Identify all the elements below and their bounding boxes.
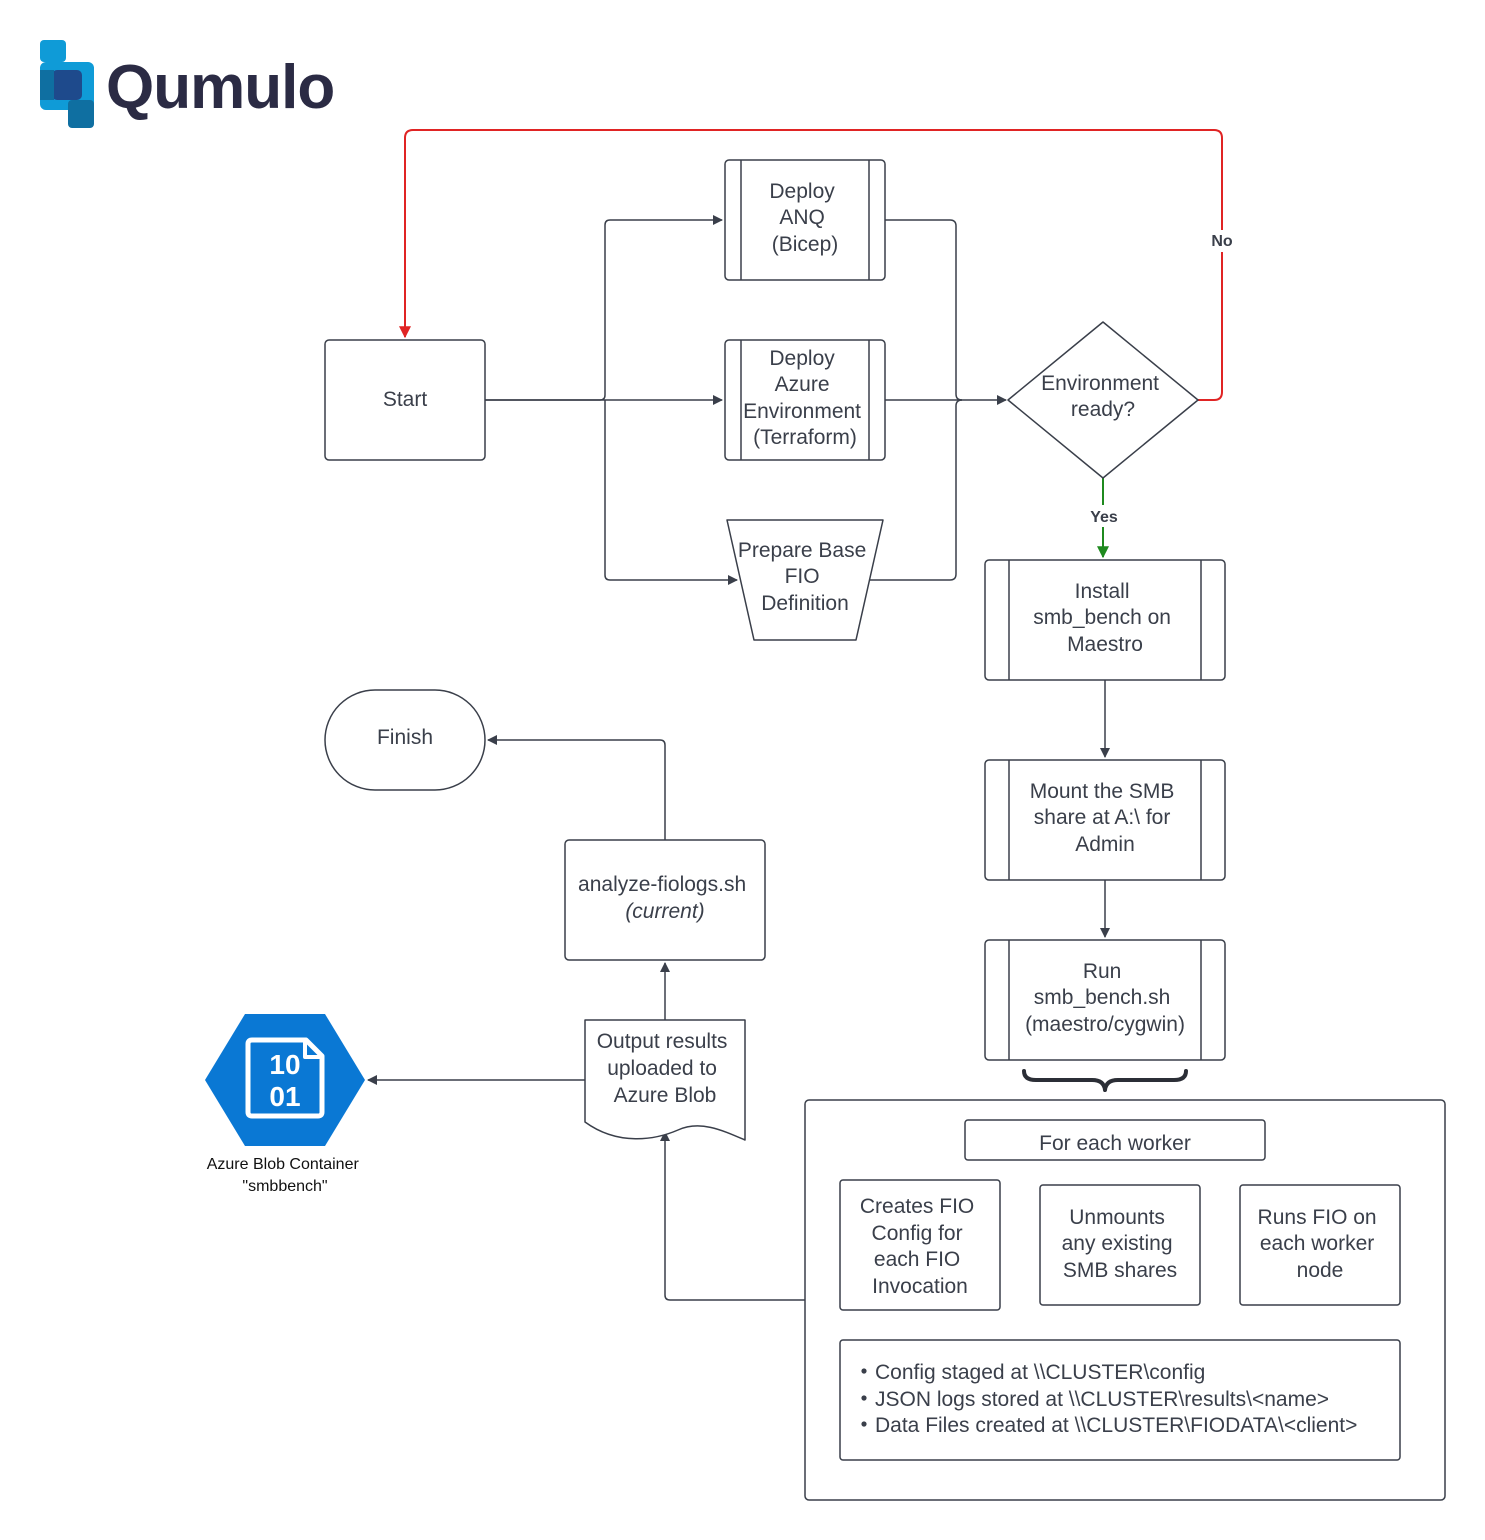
edge-start-to-deploy-anq — [485, 215, 723, 401]
node-finish: Finish — [324, 689, 486, 791]
svg-text:Config staged at \\CLUSTER\con: Config staged at \\CLUSTER\config JSON l… — [875, 1361, 1357, 1437]
node-finish-label: Finish — [377, 726, 433, 749]
node-runs-fio-line-3: node — [1297, 1259, 1344, 1282]
svg-text:Creates FIO Config for: Creates FIO Config for each FIO Invocati… — [860, 1195, 980, 1298]
node-blob-container: 10 01 Azure Blob Container "smbbench" — [205, 1014, 365, 1195]
edge-no-loop: No — [399, 129, 1238, 401]
azure-blob-storage-icon: 10 01 — [205, 1014, 365, 1146]
bullet-dot-icon — [861, 1368, 867, 1374]
edge-prepare-fio-to-merge — [870, 399, 963, 581]
node-unmounts-line-2: any existing — [1062, 1232, 1173, 1255]
svg-text:Azure Blob Container "sm: Azure Blob Container "smbbench" — [207, 1156, 364, 1195]
blob-icon-line-2: 01 — [269, 1081, 300, 1112]
bullet-dot-icon — [861, 1395, 867, 1401]
node-run-line-1: Run — [1083, 960, 1122, 983]
svg-text:analyze-fiologs.sh (curr: analyze-fiologs.sh (current) — [578, 873, 752, 923]
node-install-line-1: Install — [1075, 580, 1130, 603]
edge-deploy-anq-to-merge — [885, 219, 963, 401]
node-install: Install smb_bench on Maestro — [984, 559, 1226, 681]
node-output-line-3: Azure Blob — [614, 1084, 717, 1107]
node-env-ready: Environment ready? — [1007, 321, 1199, 479]
edge-label-yes: Yes — [1090, 509, 1118, 526]
note-config: Config staged at \\CLUSTER\config — [875, 1361, 1205, 1384]
svg-text:Runs FIO on each worke: Runs FIO on each worker node — [1258, 1206, 1383, 1282]
notes-box: Config staged at \\CLUSTER\config JSON l… — [839, 1339, 1401, 1461]
note-data-files: Data Files created at \\CLUSTER\FIODATA\… — [875, 1414, 1357, 1437]
svg-text:Deploy ANQ (Bicep): Deploy ANQ (Bicep) — [769, 180, 840, 256]
node-output-line-1: Output results — [597, 1030, 728, 1053]
edge-workers-to-output — [660, 1131, 805, 1301]
node-creates-fio-line-4: Invocation — [872, 1275, 968, 1298]
node-env-ready-line-2: ready? — [1071, 398, 1135, 421]
blob-caption-line-2: "smbbench" — [242, 1178, 327, 1195]
node-run: Run smb_bench.sh (maestro/cygwin) — [984, 939, 1226, 1061]
svg-text:Unmounts any existing: Unmounts any existing SMB shares — [1062, 1206, 1179, 1282]
connectors — [367, 215, 1110, 1301]
node-deploy-azure-line-2: Azure — [775, 373, 830, 396]
node-prepare-fio-line-2: FIO — [785, 565, 820, 588]
node-mount: Mount the SMB share at A:\ for Admin — [984, 759, 1226, 881]
node-run-line-3: (maestro/cygwin) — [1025, 1013, 1185, 1036]
node-install-line-3: Maestro — [1067, 633, 1143, 656]
node-output: Output results uploaded to Azure Blob — [584, 1019, 746, 1141]
node-install-line-2: smb_bench on — [1033, 606, 1171, 629]
curly-brace — [1022, 1069, 1188, 1092]
node-deploy-azure-line-4: (Terraform) — [753, 426, 857, 449]
node-mount-line-3: Admin — [1075, 833, 1135, 856]
worker-container: For each worker Creates FIO Config for e… — [804, 1099, 1446, 1501]
node-unmounts-line-3: SMB shares — [1063, 1259, 1177, 1282]
svg-text:Deploy Azure Envir: Deploy Azure Environment (Terraform) — [743, 347, 867, 449]
node-deploy-azure-line-3: Environment — [743, 400, 861, 423]
qumulo-logo-text: Qumulo — [106, 53, 334, 122]
edge-label-no: No — [1211, 233, 1233, 250]
edge-analyze-to-finish — [487, 735, 666, 840]
node-creates-fio-line-1: Creates FIO — [860, 1195, 974, 1218]
node-analyze-line-1: analyze-fiologs.sh — [578, 873, 746, 896]
qumulo-logo-mark-icon — [40, 40, 94, 128]
node-mount-line-1: Mount the SMB — [1030, 780, 1175, 803]
node-runs-fio: Runs FIO on each worker node — [1239, 1184, 1401, 1306]
svg-text:Install smb_bench on: Install smb_bench on Maestro — [1033, 580, 1177, 656]
bullet-dot-icon — [861, 1421, 867, 1427]
node-run-line-2: smb_bench.sh — [1034, 986, 1171, 1009]
node-creates-fio-line-2: Config for — [872, 1222, 963, 1245]
node-runs-fio-line-2: each worker — [1260, 1232, 1374, 1255]
node-deploy-azure: Deploy Azure Environment (Terraform) — [724, 339, 886, 461]
note-json-logs: JSON logs stored at \\CLUSTER\results\<n… — [875, 1388, 1329, 1411]
node-prepare-fio: Prepare Base FIO Definition — [726, 519, 884, 641]
node-env-ready-line-1: Environment — [1041, 372, 1159, 395]
node-unmounts: Unmounts any existing SMB shares — [1039, 1184, 1201, 1306]
node-deploy-azure-line-1: Deploy — [769, 347, 835, 370]
blob-icon-line-1: 10 — [269, 1049, 300, 1080]
for-each-worker-box: For each worker — [964, 1119, 1266, 1161]
node-mount-line-2: share at A:\ for — [1034, 806, 1171, 829]
svg-text:Output results uploaded: Output results uploaded to Azure Blob — [597, 1030, 734, 1107]
edge-yes-branch: Yes — [1084, 478, 1124, 559]
node-creates-fio-line-3: each FIO — [874, 1248, 960, 1271]
node-unmounts-line-1: Unmounts — [1069, 1206, 1165, 1229]
svg-text:Prepare Base FIO D: Prepare Base FIO Definition — [738, 539, 872, 615]
for-each-worker-label: For each worker — [1039, 1132, 1191, 1155]
svg-text:Mount the SMB share at A: Mount the SMB share at A:\ for Admin — [1030, 780, 1181, 856]
node-creates-fio: Creates FIO Config for each FIO Invocati… — [839, 1179, 1001, 1311]
node-prepare-fio-line-1: Prepare Base — [738, 539, 866, 562]
node-output-line-2: uploaded to — [607, 1057, 717, 1080]
node-deploy-anq-line-3: (Bicep) — [772, 233, 839, 256]
node-deploy-anq-line-1: Deploy — [769, 180, 835, 203]
node-analyze-line-2: (current) — [625, 900, 704, 923]
node-deploy-anq-line-2: ANQ — [779, 206, 825, 229]
edge-start-to-prepare-fio — [604, 400, 738, 585]
node-deploy-anq: Deploy ANQ (Bicep) — [724, 159, 886, 281]
node-start: Start — [324, 339, 486, 461]
blob-caption-line-1: Azure Blob Container — [207, 1156, 360, 1173]
svg-text:Environment ready?: Environment ready? — [1041, 372, 1165, 421]
node-analyze: analyze-fiologs.sh (current) — [564, 839, 766, 961]
node-runs-fio-line-1: Runs FIO on — [1258, 1206, 1377, 1229]
qumulo-logo: Qumulo — [40, 40, 335, 128]
node-prepare-fio-line-3: Definition — [761, 592, 849, 615]
node-start-label: Start — [383, 388, 428, 411]
svg-text:Run smb_bench.sh (: Run smb_bench.sh (maestro/cygwin) — [1025, 960, 1185, 1036]
